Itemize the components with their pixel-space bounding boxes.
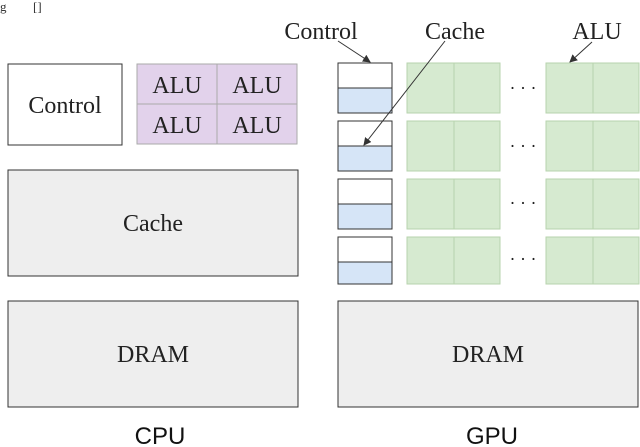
gpu-alu-cell: [406, 236, 455, 285]
gpu-cache-block: [337, 203, 393, 230]
gpu-alu-cell: [453, 62, 501, 114]
gpu-cache-annotation: Cache: [425, 19, 485, 45]
cpu-alu-cell: [216, 103, 298, 145]
gpu-alu-cell: [592, 120, 640, 172]
gpu-control-annotation: Control: [284, 19, 358, 45]
gpu-cache-block: [337, 145, 393, 172]
gpu-control-block: [337, 62, 393, 89]
cpu-alu-label: ALU: [232, 73, 281, 99]
cpu-cache-box: [7, 169, 299, 277]
gpu-alu-cell: [406, 62, 455, 114]
gpu-alu-cell: [453, 236, 501, 285]
gpu-alu-cell: [406, 120, 455, 172]
gpu-dram-box: [337, 300, 639, 408]
alu-pointer-arrow: [569, 41, 593, 63]
gpu-alu-cell: [453, 178, 501, 230]
gpu-dram-label: DRAM: [452, 342, 524, 368]
gpu-alu-ellipsis: · · ·: [510, 249, 537, 269]
gpu-alu-rows: · · · · · · · · · · · ·: [406, 62, 640, 285]
gpu-alu-cell: [545, 62, 594, 114]
cpu-alu-grid: ALU ALU ALU ALU: [136, 63, 298, 145]
cpu-alu-cell: [136, 63, 218, 105]
cpu-cache-label: Cache: [123, 211, 183, 237]
gpu-alu-cell: [545, 236, 594, 285]
gpu-alu-cell: [592, 236, 640, 285]
cpu-control-box: [7, 63, 123, 146]
cpu-alu-label: ALU: [152, 73, 201, 99]
gpu-cache-block: [337, 261, 393, 285]
gpu-caption: GPU: [466, 423, 518, 447]
control-pointer-arrow: [337, 40, 371, 63]
cpu-architecture: Control ALU ALU ALU ALU Cache DRAM CPU: [7, 63, 299, 447]
cache-pointer-arrow: [363, 40, 446, 146]
gpu-alu-ellipsis: · · ·: [510, 193, 537, 213]
gpu-alu-cell: [453, 120, 501, 172]
gpu-alu-cell: [592, 62, 640, 114]
gpu-alu-cell: [592, 178, 640, 230]
gpu-alu-ellipsis: · · ·: [510, 136, 537, 156]
gpu-alu-cell: [545, 120, 594, 172]
gpu-control-cache-column: [337, 62, 393, 285]
cpu-dram-box: [7, 300, 299, 408]
header-fragment-g: g: [0, 0, 7, 14]
cpu-caption: CPU: [135, 423, 186, 447]
gpu-control-block: [337, 236, 393, 263]
gpu-alu-ellipsis: · · ·: [510, 78, 537, 98]
gpu-architecture: Control Cache ALU · · · · · ·: [284, 19, 640, 447]
gpu-alu-cell: [545, 178, 594, 230]
cpu-dram-label: DRAM: [117, 342, 189, 368]
gpu-alu-cell: [406, 178, 455, 230]
header-fragment-figref: []: [33, 0, 42, 14]
cpu-alu-label: ALU: [152, 113, 201, 139]
gpu-control-block: [337, 120, 393, 147]
gpu-alu-annotation: ALU: [572, 19, 621, 45]
cpu-alu-cell: [216, 63, 298, 105]
cpu-alu-label: ALU: [232, 113, 281, 139]
gpu-cache-block: [337, 87, 393, 114]
cpu-control-label: Control: [28, 93, 102, 119]
gpu-control-block: [337, 178, 393, 205]
